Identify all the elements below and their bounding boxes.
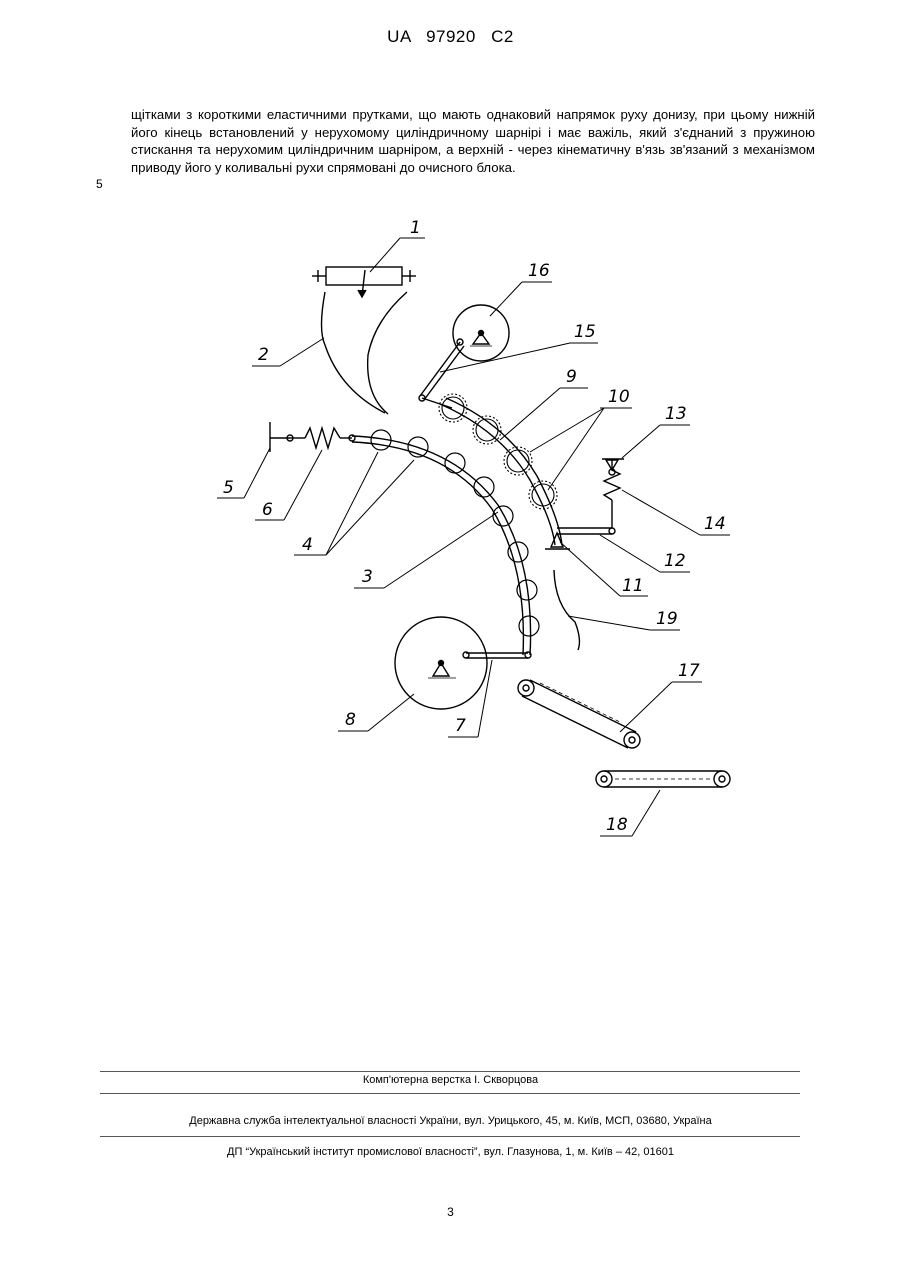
label-8: 8: [345, 710, 356, 730]
footer-divider-middle: [100, 1093, 800, 1094]
curved-frame-part-3: [352, 436, 531, 655]
spring-part-14: [602, 459, 624, 528]
footer-agency: Державна служба інтелектуальної власност…: [0, 1115, 901, 1127]
label-5: 5: [223, 478, 234, 498]
drive-wheel-part-16: [453, 305, 509, 361]
label-16: 16: [528, 261, 550, 281]
label-6: 6: [262, 500, 273, 520]
brush-arm: [440, 398, 562, 545]
footer-divider-bottom: [100, 1136, 800, 1137]
rollers-part-4: [371, 430, 539, 636]
part-labels: 1 2 3 4 5 6 7 8 9 10 11 12 13 14 15 16 1…: [223, 218, 726, 835]
label-10: 10: [608, 387, 630, 407]
label-11: 11: [622, 576, 644, 596]
claim-paragraph: щітками з короткими еластичними прутками…: [131, 106, 815, 176]
label-4: 4: [302, 535, 313, 555]
label-2: 2: [258, 345, 269, 365]
label-7: 7: [455, 716, 466, 736]
deflector-part-2: [322, 292, 408, 414]
spring-part-6: [270, 422, 355, 452]
lever-part-12: [545, 528, 615, 549]
label-17: 17: [678, 661, 700, 681]
label-9: 9: [566, 367, 577, 387]
label-19: 19: [656, 609, 678, 629]
patent-figure: 1 2 3 4 5 6 7 8 9 10 11 12 13 14 15 16 1…: [200, 205, 760, 845]
label-3: 3: [362, 567, 373, 587]
roller-part-1: [312, 267, 416, 297]
label-14: 14: [704, 514, 726, 534]
conveyor-part-18: [596, 771, 730, 787]
leader-lines: [217, 238, 730, 836]
label-18: 18: [606, 815, 628, 835]
drive-wheel-part-8: [395, 617, 531, 709]
label-1: 1: [410, 218, 421, 238]
patent-number-header: UA 97920 C2: [0, 27, 901, 47]
page-number: 3: [0, 1205, 901, 1219]
line-number: 5: [96, 177, 103, 191]
label-15: 15: [574, 322, 596, 342]
footer-layout-credit: Комп'ютерна верстка І. Скворцова: [0, 1074, 901, 1086]
label-12: 12: [664, 551, 686, 571]
footer-divider-top: [100, 1071, 800, 1072]
label-13: 13: [665, 404, 687, 424]
plate-part-19: [554, 570, 579, 650]
footer-institute: ДП “Український інститут промислової вла…: [0, 1146, 901, 1158]
conveyor-part-17: [518, 680, 640, 748]
